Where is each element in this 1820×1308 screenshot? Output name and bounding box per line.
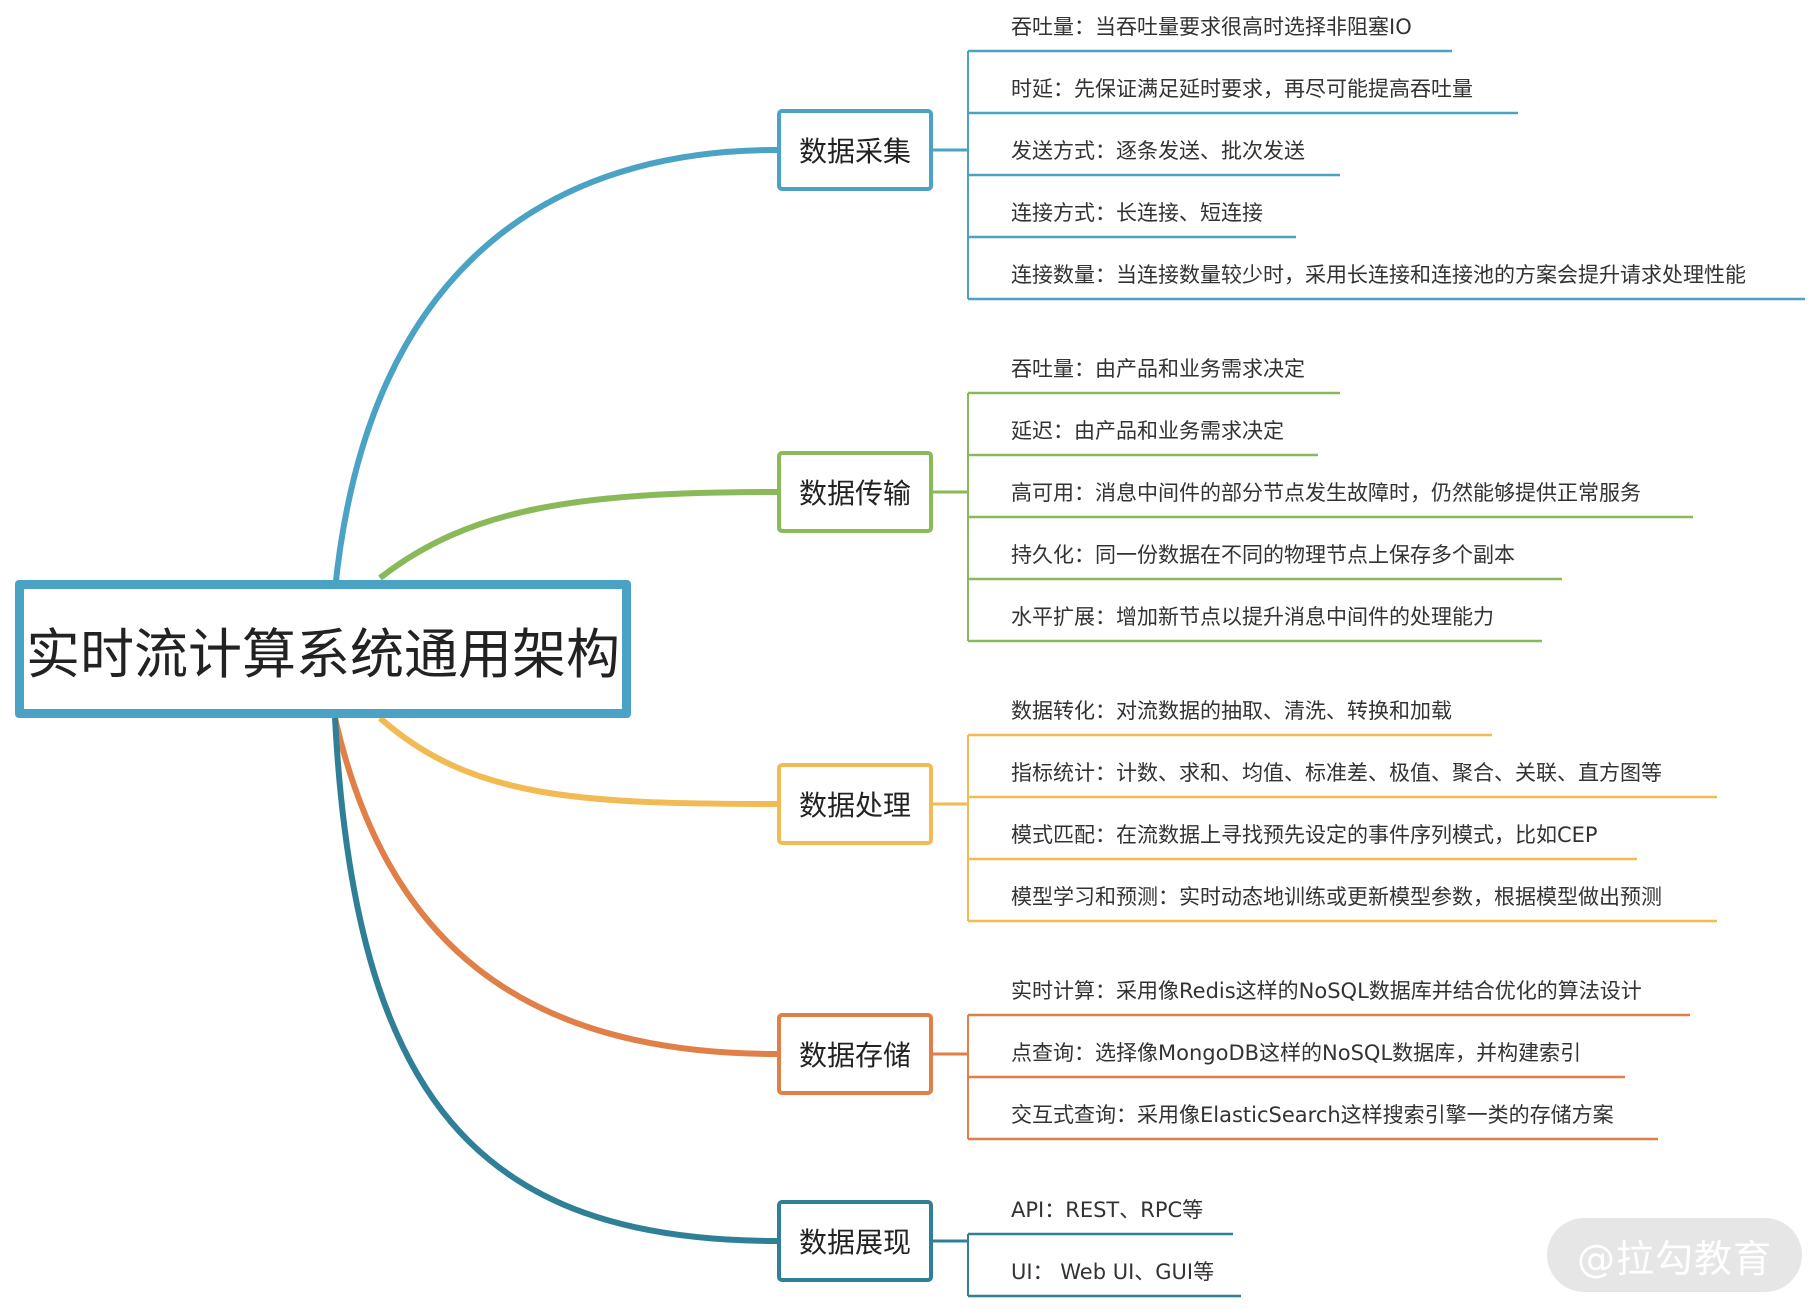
leaf-item: 持久化：同一份数据在不同的物理节点上保存多个副本	[1011, 543, 1515, 567]
branch-connector	[332, 717, 778, 1057]
leaf-item: 延迟：由产品和业务需求决定	[1011, 419, 1284, 443]
leaf-item: 发送方式：逐条发送、批次发送	[1011, 139, 1305, 163]
leaf-item: 连接方式：长连接、短连接	[1011, 201, 1263, 225]
leaf-item: 数据转化：对流数据的抽取、清洗、转换和加载	[1011, 699, 1452, 723]
leaf-item: 交互式查询：采用像ElasticSearch这样搜索引擎一类的存储方案	[1011, 1103, 1614, 1127]
branch-connector	[332, 147, 778, 591]
leaf-item: 水平扩展：增加新节点以提升消息中间件的处理能力	[1011, 605, 1494, 629]
branch-node: 数据展现	[777, 1200, 933, 1282]
leaf-item: 高可用：消息中间件的部分节点发生故障时，仍然能够提供正常服务	[1011, 481, 1641, 505]
root-node-title: 实时流计算系统通用架构	[15, 580, 631, 718]
leaf-item: 模式匹配：在流数据上寻找预先设定的事件序列模式，比如CEP	[1011, 823, 1598, 847]
branch-connector	[378, 715, 778, 807]
leaf-item: API：REST、RPC等	[1011, 1198, 1204, 1222]
leaf-item: 吞吐量：当吞吐量要求很高时选择非阻塞IO	[1011, 15, 1412, 39]
branch-node: 数据存储	[777, 1013, 933, 1095]
leaf-item: 实时计算：采用像Redis这样的NoSQL数据库并结合优化的算法设计	[1011, 979, 1642, 1003]
branch-node: 数据传输	[777, 451, 933, 533]
branch-node: 数据采集	[777, 109, 933, 191]
leaf-item: 点查询：选择像MongoDB这样的NoSQL数据库，并构建索引	[1011, 1041, 1582, 1065]
leaf-item: UI： Web UI、GUI等	[1011, 1260, 1215, 1284]
leaf-item: 指标统计：计数、求和、均值、标准差、极值、聚合、关联、直方图等	[1011, 761, 1662, 785]
leaf-item: 时延：先保证满足延时要求，再尽可能提高吞吐量	[1011, 77, 1473, 101]
leaf-item: 吞吐量：由产品和业务需求决定	[1011, 357, 1305, 381]
branch-node: 数据处理	[777, 763, 933, 845]
branch-connector	[378, 489, 778, 581]
branch-connector	[332, 717, 778, 1244]
watermark-logo: @拉勾教育	[1547, 1218, 1802, 1292]
leaf-item: 模型学习和预测：实时动态地训练或更新模型参数，根据模型做出预测	[1011, 885, 1662, 909]
leaf-item: 连接数量：当连接数量较少时，采用长连接和连接池的方案会提升请求处理性能	[1011, 263, 1746, 287]
